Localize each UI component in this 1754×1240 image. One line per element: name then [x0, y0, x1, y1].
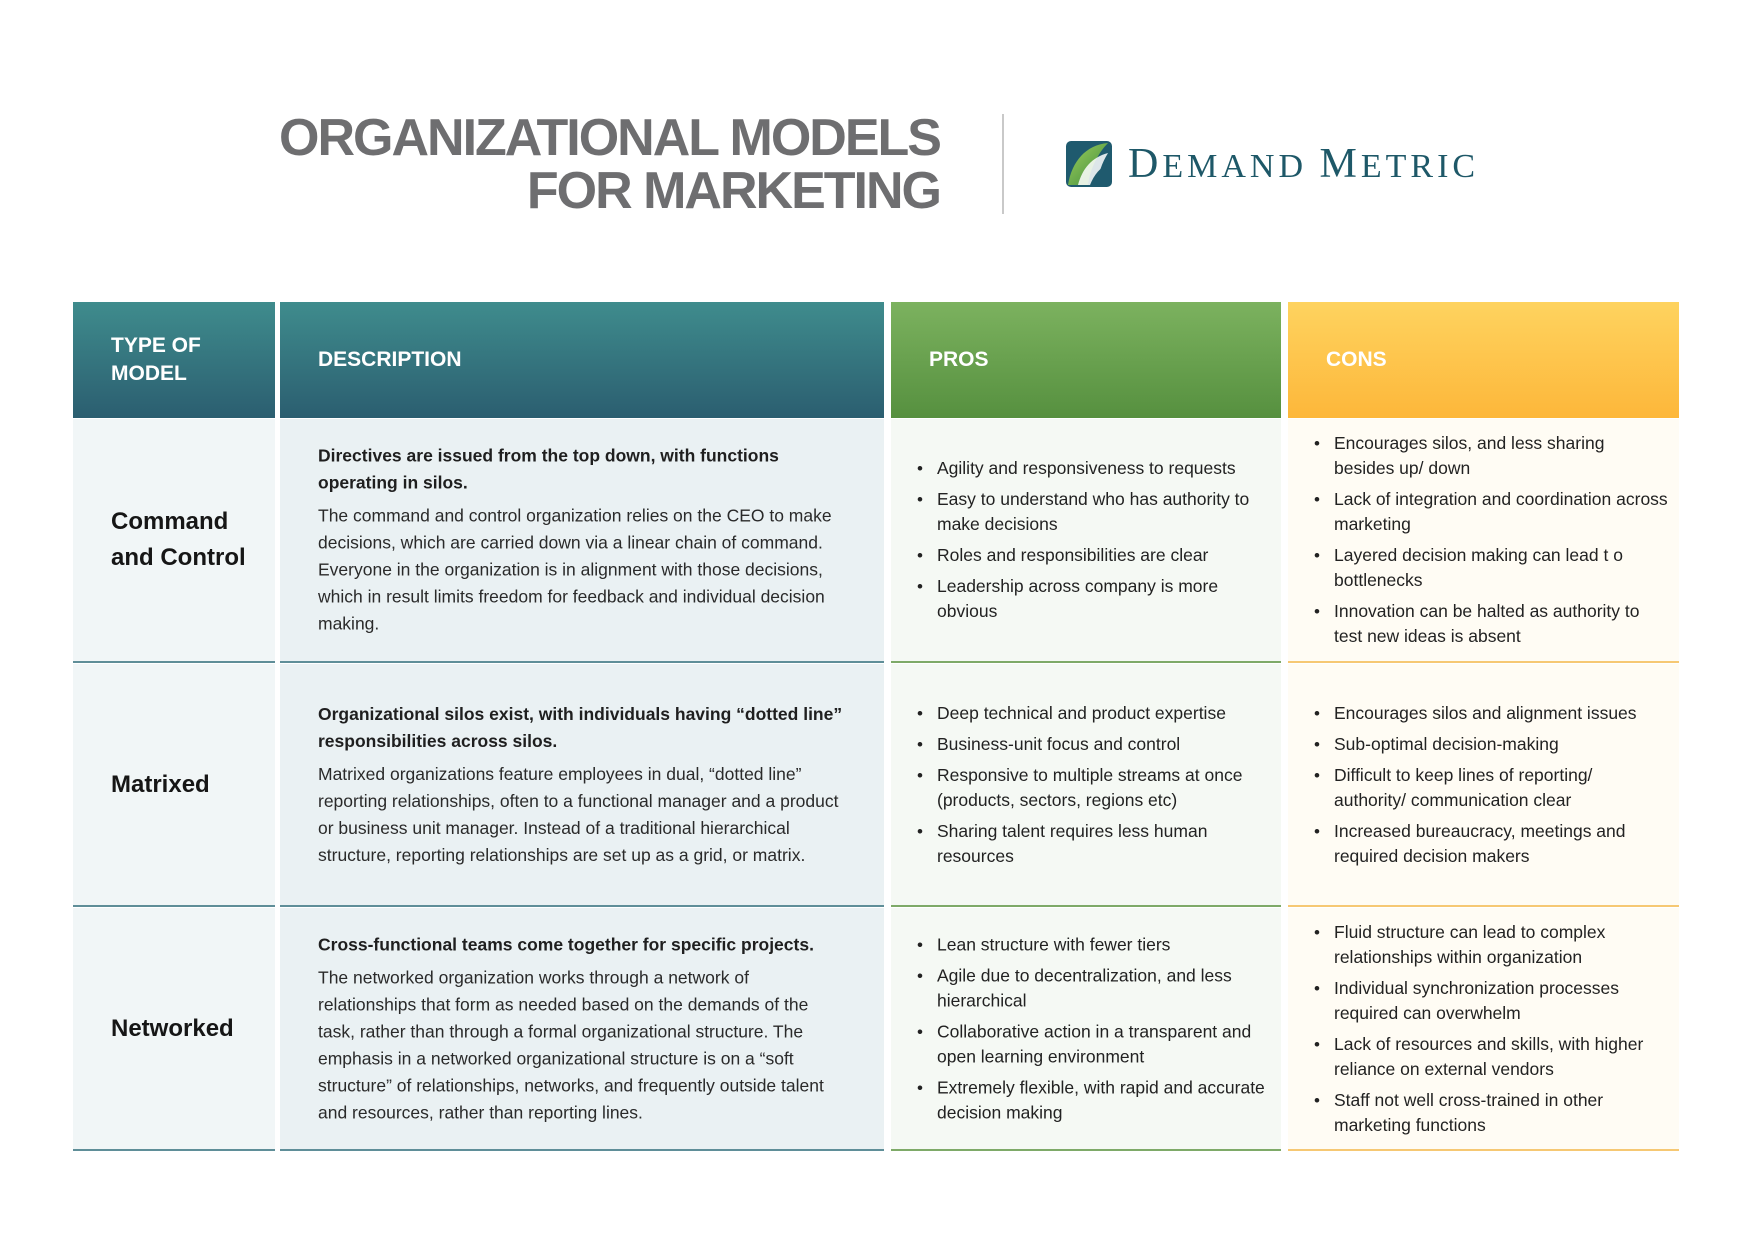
- list-item: Leadership across company is more obviou…: [917, 574, 1271, 624]
- page-title: ORGANIZATIONAL MODELS FOR MARKETING: [279, 109, 942, 220]
- table-row: Command and Control: [73, 419, 275, 663]
- description-cell: Organizational silos exist, with individ…: [318, 701, 844, 869]
- list-item: Innovation can be halted as authority to…: [1314, 599, 1669, 649]
- logo-mark-icon: [1066, 141, 1112, 187]
- list-item: Deep technical and product expertise: [917, 701, 1271, 726]
- model-name: Matrixed: [111, 770, 210, 798]
- title-line-1: ORGANIZATIONAL MODELS: [279, 109, 942, 167]
- list-item: Difficult to keep lines of reporting/ au…: [1314, 763, 1669, 813]
- list-item: Collaborative action in a transparent an…: [917, 1019, 1271, 1069]
- table-row: Fluid structure can lead to complex rela…: [1288, 908, 1679, 1151]
- list-item: Sub-optimal decision-making: [1314, 732, 1669, 757]
- table-row: Encourages silos and alignment issues Su…: [1288, 664, 1679, 907]
- table-row: Encourages silos, and less sharing besid…: [1288, 419, 1679, 663]
- table-row: Deep technical and product expertise Bus…: [891, 664, 1281, 907]
- list-item: Increased bureaucracy, meetings and requ…: [1314, 819, 1669, 869]
- description-body: The command and control organization rel…: [318, 505, 832, 634]
- cons-list: Fluid structure can lead to complex rela…: [1314, 920, 1669, 1138]
- list-item: Encourages silos and alignment issues: [1314, 701, 1669, 726]
- header-type-of-model: TYPE OF MODEL: [73, 302, 275, 418]
- list-item: Encourages silos, and less sharing besid…: [1314, 431, 1669, 481]
- list-item: Agile due to decentralization, and less …: [917, 963, 1271, 1013]
- list-item: Sharing talent requires less human resou…: [917, 819, 1271, 869]
- model-name: Networked: [111, 1014, 234, 1042]
- list-item: Business-unit focus and control: [917, 732, 1271, 757]
- pros-list: Lean structure with fewer tiers Agile du…: [917, 932, 1271, 1125]
- list-item: Extremely flexible, with rapid and accur…: [917, 1075, 1271, 1125]
- pros-list: Agility and responsiveness to requests E…: [917, 456, 1271, 624]
- model-name: Command and Control: [111, 508, 246, 571]
- list-item: Agility and responsiveness to requests: [917, 456, 1271, 481]
- header-pros: PROS: [891, 302, 1281, 418]
- description-body: Matrixed organizations feature employees…: [318, 763, 839, 865]
- header-divider: [1002, 114, 1004, 214]
- demand-metric-logo: DEMAND METRIC: [1064, 138, 1479, 190]
- table-row: Lean structure with fewer tiers Agile du…: [891, 908, 1281, 1151]
- cons-list: Encourages silos and alignment issues Su…: [1314, 701, 1669, 869]
- title-line-2: FOR MARKETING: [526, 162, 942, 220]
- header-cons: CONS: [1288, 302, 1679, 418]
- description-lead: Organizational silos exist, with individ…: [318, 703, 843, 751]
- list-item: Staff not well cross-trained in other ma…: [1314, 1088, 1669, 1138]
- table-row: Matrixed: [73, 664, 275, 907]
- list-item: Easy to understand who has authority to …: [917, 487, 1271, 537]
- list-item: Lack of integration and coordination acr…: [1314, 487, 1669, 537]
- pros-list: Deep technical and product expertise Bus…: [917, 701, 1271, 869]
- description-cell: Directives are issued from the top down,…: [318, 443, 844, 638]
- list-item: Responsive to multiple streams at once (…: [917, 763, 1271, 813]
- list-item: Layered decision making can lead t o bot…: [1314, 543, 1669, 593]
- page-header: ORGANIZATIONAL MODELS FOR MARKETING DEMA…: [0, 0, 1754, 260]
- cons-list: Encourages silos, and less sharing besid…: [1314, 431, 1669, 649]
- list-item: Lean structure with fewer tiers: [917, 932, 1271, 957]
- table-row: Networked: [73, 908, 275, 1151]
- table-row: Cross-functional teams come together for…: [280, 908, 884, 1151]
- list-item: Individual synchronization processes req…: [1314, 976, 1669, 1026]
- table-row: Agility and responsiveness to requests E…: [891, 419, 1281, 663]
- list-item: Lack of resources and skills, with highe…: [1314, 1032, 1669, 1082]
- description-lead: Directives are issued from the top down,…: [318, 445, 779, 493]
- list-item: Fluid structure can lead to complex rela…: [1314, 920, 1669, 970]
- description-cell: Cross-functional teams come together for…: [318, 931, 844, 1126]
- table-row: Directives are issued from the top down,…: [280, 419, 884, 663]
- list-item: Roles and responsibilities are clear: [917, 543, 1271, 568]
- logo-wordmark: DEMAND METRIC: [1128, 141, 1480, 187]
- description-body: The networked organization works through…: [318, 967, 824, 1122]
- header-description: DESCRIPTION: [280, 302, 884, 418]
- table-row: Organizational silos exist, with individ…: [280, 664, 884, 907]
- description-lead: Cross-functional teams come together for…: [318, 934, 814, 954]
